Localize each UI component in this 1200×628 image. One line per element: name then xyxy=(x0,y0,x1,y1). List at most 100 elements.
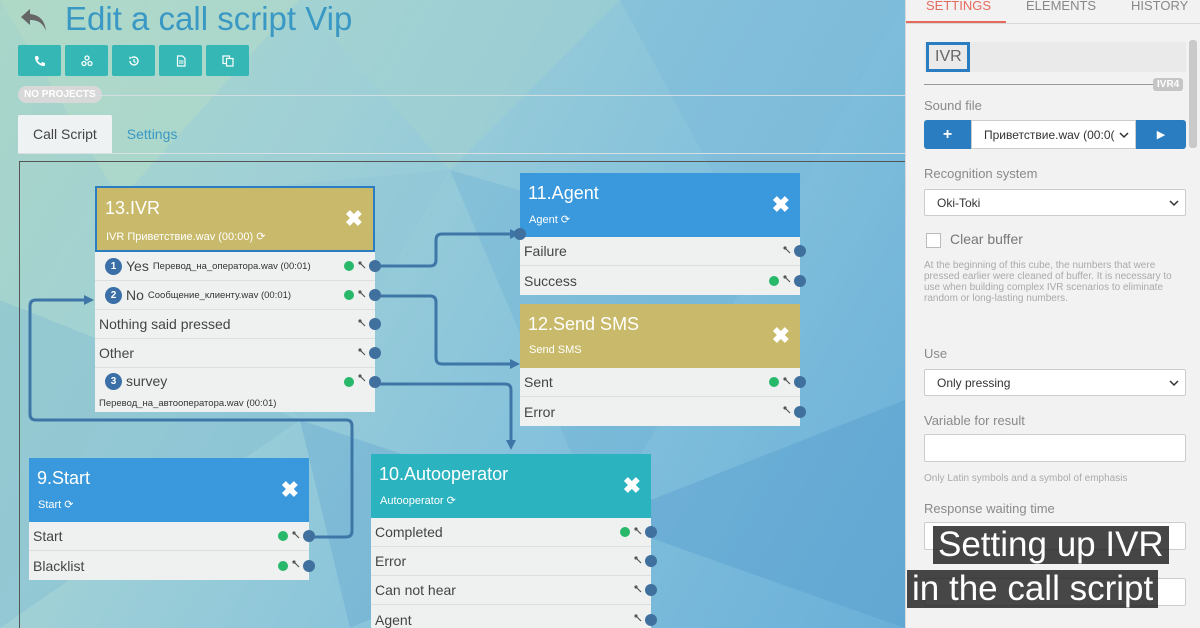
clear-buffer-checkbox[interactable] xyxy=(926,233,941,248)
sound-file-label: Sound file xyxy=(924,98,982,113)
use-value: Only pressing xyxy=(937,375,1011,390)
script-canvas[interactable] xyxy=(19,161,909,628)
row-label: Yes xyxy=(126,258,149,274)
output-port[interactable] xyxy=(794,405,806,418)
variable-label: Variable for result xyxy=(924,413,1025,428)
row-label: No xyxy=(126,287,144,303)
chevron-down-icon xyxy=(1169,379,1179,386)
row-label: Sent xyxy=(524,374,553,390)
link-icon xyxy=(634,556,642,564)
output-port[interactable] xyxy=(369,289,381,301)
tab-settings[interactable]: Settings xyxy=(126,126,178,142)
divider xyxy=(924,84,1154,85)
status-dot xyxy=(769,377,779,387)
tab-panel-history[interactable]: HISTORY xyxy=(1131,0,1189,13)
refresh-icon[interactable]: ⟳ xyxy=(446,495,456,507)
output-port[interactable] xyxy=(369,260,381,272)
panel-scrollbar[interactable] xyxy=(1189,40,1197,148)
use-select[interactable]: Only pressing xyxy=(924,369,1186,396)
autooperator-node[interactable]: 10.Autooperator Autooperator ⟳ ✖ Complet… xyxy=(371,454,657,628)
output-port[interactable] xyxy=(794,274,806,287)
status-dot xyxy=(769,275,779,286)
refresh-icon[interactable]: ⟳ xyxy=(256,231,266,243)
phone-button[interactable] xyxy=(18,45,61,76)
row-label: Completed xyxy=(375,524,443,540)
refresh-icon[interactable]: ⟳ xyxy=(560,214,571,226)
ivr-row-nothing-said: Nothing said pressed xyxy=(95,310,381,339)
close-icon[interactable]: ✖ xyxy=(771,323,790,348)
link-icon xyxy=(783,377,791,385)
refresh-icon[interactable]: ⟳ xyxy=(64,499,74,511)
autooperator-node-header[interactable]: 10.Autooperator Autooperator ⟳ ✖ xyxy=(371,454,651,518)
output-port[interactable] xyxy=(645,613,657,626)
status-dot xyxy=(620,527,630,537)
close-icon[interactable]: ✖ xyxy=(622,473,641,498)
tab-panel-elements[interactable]: ELEMENTS xyxy=(1026,0,1097,13)
document-icon xyxy=(176,54,186,67)
node-name-input[interactable]: IVR xyxy=(924,42,1186,72)
tab-panel-settings[interactable]: SETTINGS xyxy=(926,0,992,13)
ivr-node-title: 13.IVR xyxy=(105,198,161,218)
row-label: Error xyxy=(524,403,556,420)
row-number-badge: 1 xyxy=(105,257,122,275)
close-icon[interactable]: ✖ xyxy=(771,192,790,217)
output-port[interactable] xyxy=(369,376,381,388)
agent-node-header[interactable]: 11.Agent Agent ⟳ ✖ xyxy=(520,173,800,237)
link-icon xyxy=(358,290,366,298)
send-sms-node[interactable]: 12.Send SMS Send SMS ✖ Sent Error xyxy=(520,304,806,426)
start-node-header[interactable]: 9.Start Start ⟳ ✖ xyxy=(29,458,309,522)
ivr-row-no: 2 No Сообщение_клиенту.wav (00:01) xyxy=(95,281,381,310)
copy-button[interactable] xyxy=(206,45,249,76)
play-sound-button[interactable]: ▶ xyxy=(1136,120,1186,149)
link-icon xyxy=(358,374,366,382)
link-icon xyxy=(358,261,366,269)
status-dot xyxy=(344,290,354,300)
page-title: Edit a call script Vip xyxy=(65,0,353,37)
output-port[interactable] xyxy=(369,318,381,330)
close-icon[interactable]: ✖ xyxy=(344,206,363,231)
output-port[interactable] xyxy=(303,530,315,542)
output-port[interactable] xyxy=(794,376,806,388)
share-button[interactable] xyxy=(65,45,108,76)
ivr-row-yes: 1 Yes Перевод_на_оператора.wav (00:01) xyxy=(95,252,381,281)
variable-input[interactable] xyxy=(924,434,1186,462)
send-sms-node-header[interactable]: 12.Send SMS Send SMS ✖ xyxy=(520,304,800,368)
no-projects-badge: NO PROJECTS xyxy=(18,86,102,103)
history-button[interactable] xyxy=(112,45,155,76)
ivr-node-subtitle: IVR Приветствие.wav (00:00) ⟳ xyxy=(106,231,266,243)
phone-icon xyxy=(34,55,45,66)
output-port[interactable] xyxy=(303,559,315,572)
auto-row-can-not-hear: Can not hear xyxy=(371,576,657,605)
output-port[interactable] xyxy=(645,584,657,596)
toolbar xyxy=(18,45,249,76)
sms-row-sent: Sent xyxy=(520,368,806,397)
output-port[interactable] xyxy=(794,245,806,257)
start-node[interactable]: 9.Start Start ⟳ ✖ Start Blacklist xyxy=(29,458,315,580)
ivr-node[interactable]: 13.IVR IVR Приветствие.wav (00:00) ⟳ ✖ 1… xyxy=(95,186,381,412)
back-arrow-icon[interactable] xyxy=(18,4,50,36)
tab-call-script[interactable]: Call Script xyxy=(18,115,112,153)
row-label: Blacklist xyxy=(33,557,85,574)
output-port[interactable] xyxy=(369,347,381,359)
output-port[interactable] xyxy=(645,526,657,538)
sound-file-select[interactable]: Приветствие.wav (00:0( xyxy=(971,120,1136,149)
send-sms-node-title: 12.Send SMS xyxy=(528,314,640,334)
history-icon xyxy=(128,55,139,66)
add-sound-button[interactable]: + xyxy=(924,120,971,149)
close-icon[interactable]: ✖ xyxy=(280,477,299,502)
share-icon xyxy=(80,54,93,66)
sms-row-error: Error xyxy=(520,397,806,426)
status-dot xyxy=(344,261,354,271)
agent-node[interactable]: 11.Agent Agent ⟳ ✖ Failure Success xyxy=(514,173,806,295)
input-port[interactable] xyxy=(514,228,526,240)
variable-hint: Only Latin symbols and a symbol of empha… xyxy=(924,473,1128,484)
link-icon xyxy=(783,246,791,254)
link-icon xyxy=(634,614,642,622)
row-label: Failure xyxy=(524,243,567,259)
row-sound-note: Перевод_на_оператора.wav (00:01) xyxy=(152,260,311,272)
ivr-node-header[interactable]: 13.IVR IVR Приветствие.wav (00:00) ⟳ ✖ xyxy=(95,186,375,252)
settings-panel: SETTINGS ELEMENTS HISTORY IVR IVR4 Sound… xyxy=(905,0,1200,628)
recognition-select[interactable]: Oki-Toki xyxy=(924,189,1186,216)
document-button[interactable] xyxy=(159,45,202,76)
output-port[interactable] xyxy=(645,555,657,567)
